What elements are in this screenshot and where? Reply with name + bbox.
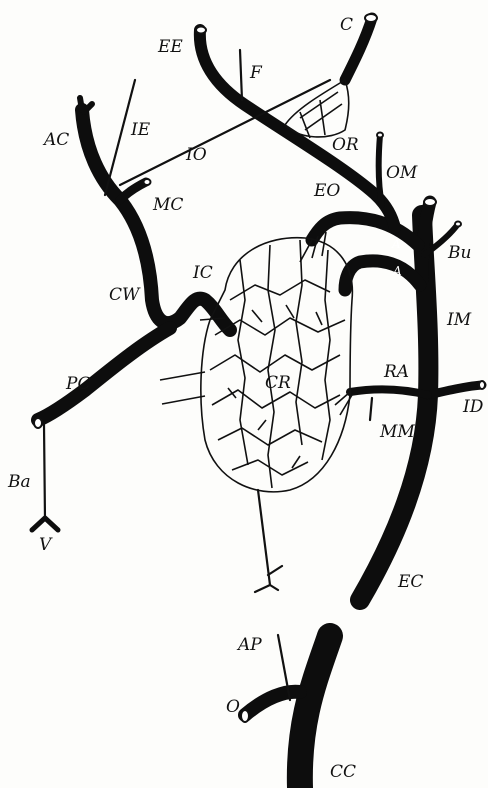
cap-c xyxy=(365,14,377,22)
vessel-a-lower xyxy=(345,261,420,290)
vessel-cw xyxy=(82,110,230,330)
cap-mc xyxy=(144,179,151,185)
vessel-ba xyxy=(44,425,45,520)
label-mm: MM xyxy=(379,422,415,442)
vessel-pc xyxy=(38,328,170,420)
cap-id xyxy=(479,381,485,389)
cap-pc xyxy=(34,418,42,428)
vessel-mc xyxy=(120,182,146,200)
label-pc: PC xyxy=(65,374,90,394)
vessel-eo xyxy=(200,30,395,228)
vessel-ra xyxy=(350,389,428,395)
label-or: OR xyxy=(332,135,359,155)
label-cc: CC xyxy=(330,762,356,782)
label-eo: EO xyxy=(313,181,340,201)
label-c: C xyxy=(340,15,353,35)
vessel-cc xyxy=(300,636,330,788)
label-cr: CR xyxy=(265,373,291,393)
label-ac: AC xyxy=(42,130,69,150)
vessel-o xyxy=(245,692,300,715)
label-f: F xyxy=(249,63,263,83)
vessel-om xyxy=(379,135,382,205)
cap-ee xyxy=(196,27,206,34)
label-ec: EC xyxy=(397,572,423,592)
label-im: IM xyxy=(446,310,472,330)
label-ba: Ba xyxy=(7,472,31,492)
vessel-mm xyxy=(370,398,372,420)
label-a-upper: A xyxy=(391,237,401,251)
label-io: IO xyxy=(185,145,207,165)
vessel-a-upper xyxy=(312,218,418,245)
label-id: ID xyxy=(462,397,484,417)
cap-om xyxy=(377,133,383,138)
vessel-f xyxy=(240,50,242,100)
label-ic: IC xyxy=(192,263,213,283)
label-v: V xyxy=(39,535,53,555)
label-cw: CW xyxy=(109,285,141,305)
label-ie: IE xyxy=(130,120,151,140)
cap-bu-small xyxy=(455,222,461,227)
vessel-v xyxy=(32,518,58,530)
label-ee: EE xyxy=(157,37,183,57)
label-om: OM xyxy=(386,163,418,183)
label-o: O xyxy=(226,697,240,717)
label-ra: RA xyxy=(383,362,409,382)
or-network xyxy=(285,80,349,138)
rete-mirabile xyxy=(201,238,353,492)
label-ap: AP xyxy=(236,635,262,655)
cap-o xyxy=(241,710,249,722)
label-bu: Bu xyxy=(447,243,471,263)
label-a-lower: A xyxy=(392,264,402,278)
rete-stem xyxy=(258,490,270,585)
label-mc: MC xyxy=(152,195,183,215)
cap-bu xyxy=(424,198,436,206)
